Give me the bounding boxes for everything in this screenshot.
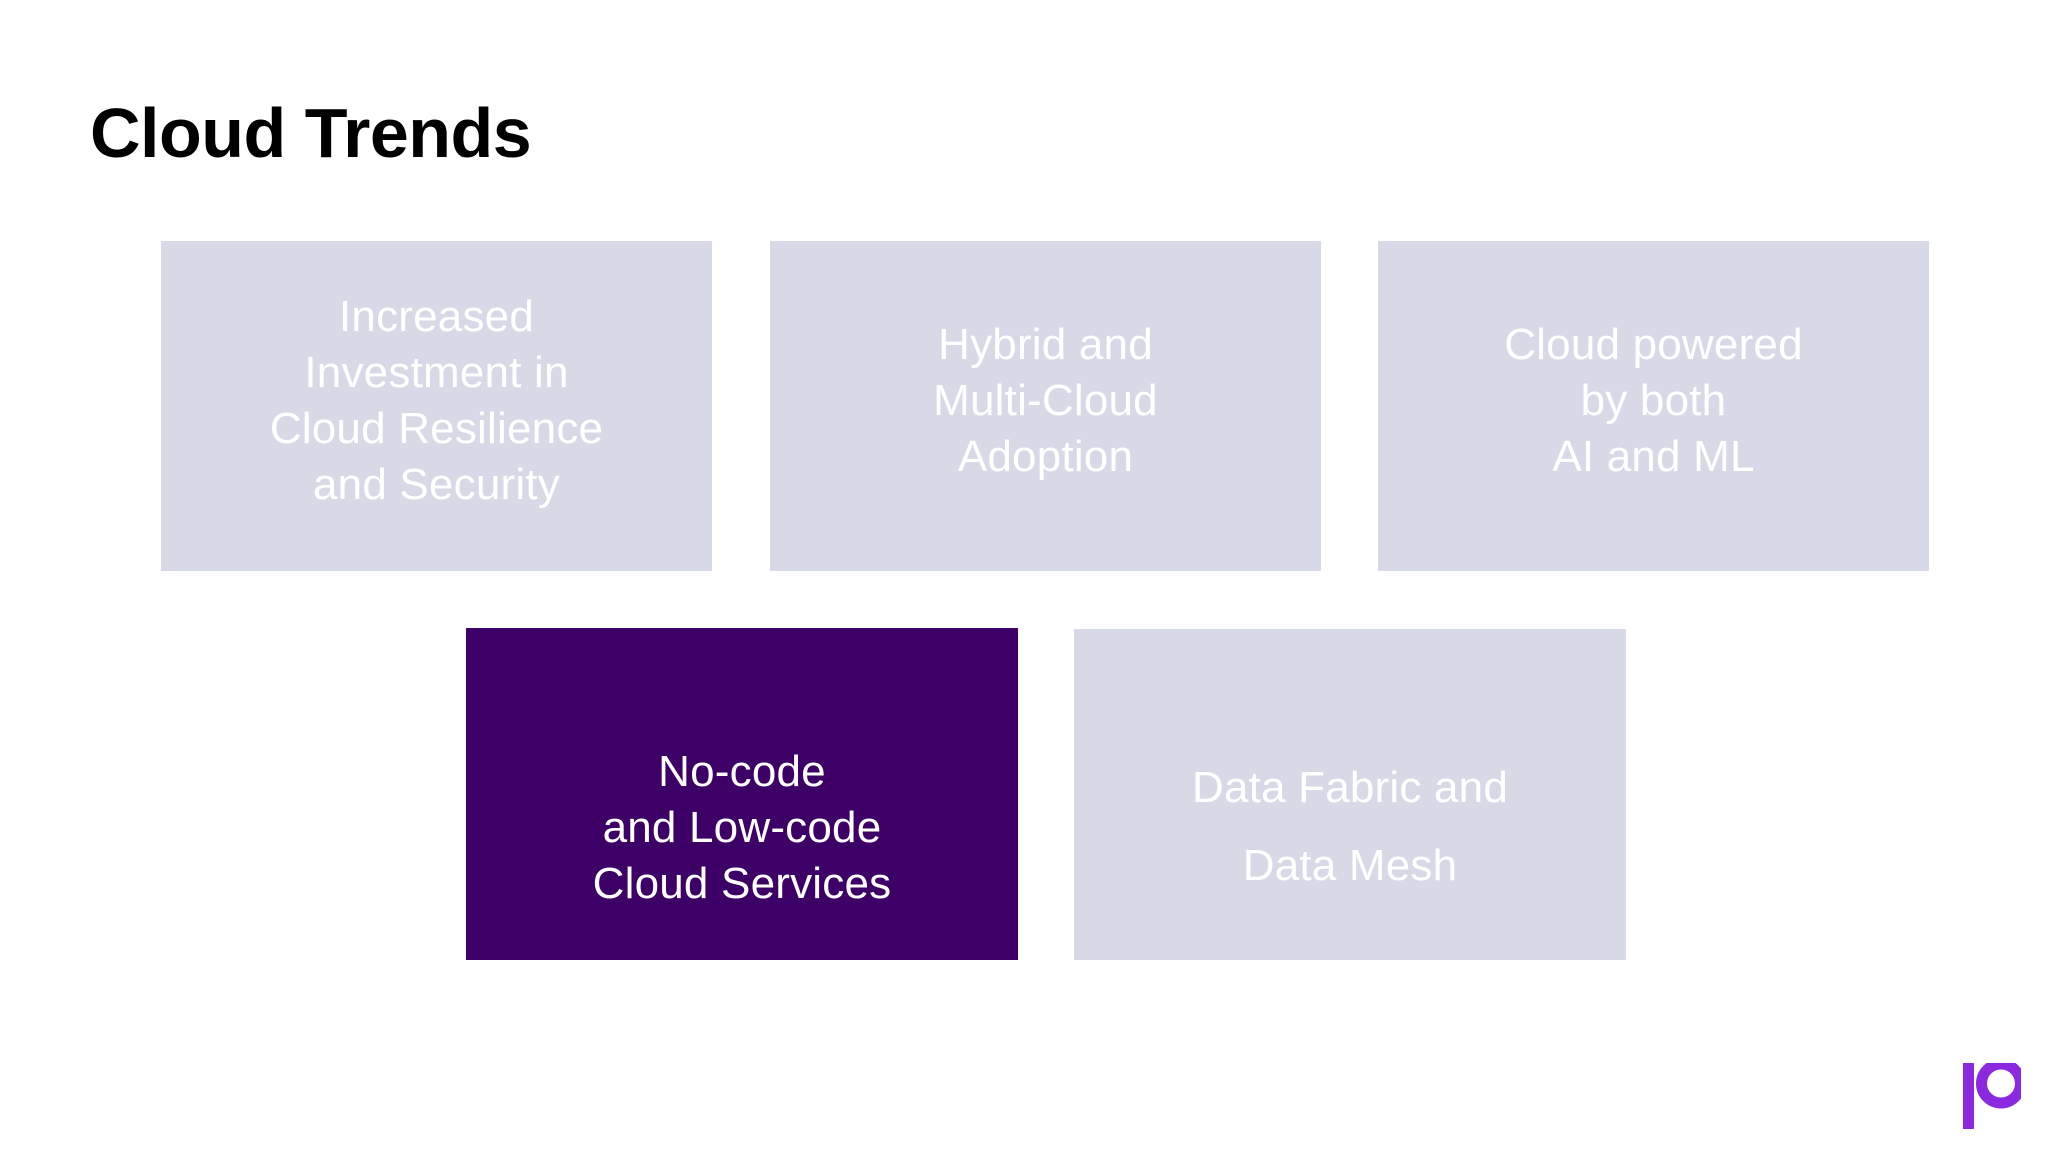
card-line: Data Fabric and (1191, 763, 1509, 812)
card-line: Adoption (957, 432, 1134, 481)
trend-card-no-code[interactable]: No-code and Low-code Cloud Services (466, 628, 1018, 960)
trend-card-data-fabric-text: Data Fabric and Data Mesh (1074, 749, 1626, 905)
trend-card-no-code-text: No-code and Low-code Cloud Services (466, 744, 1018, 912)
card-line: Cloud Services (592, 859, 892, 908)
trend-card-ai-ml-text: Cloud powered by both AI and ML (1378, 317, 1929, 485)
card-line: AI and ML (1552, 432, 1755, 481)
page-title: Cloud Trends (90, 94, 532, 172)
patreon-logo (1963, 1063, 2021, 1129)
patreon-logo-icon (1963, 1063, 2021, 1129)
card-line: Data Mesh (1242, 841, 1458, 890)
card-line: Cloud Resilience (269, 404, 604, 453)
card-line: and Low-code (602, 803, 882, 852)
trend-card-investment-text: Increased Investment in Cloud Resilience… (161, 289, 712, 513)
card-line: Multi-Cloud (933, 376, 1158, 425)
card-line: and Security (313, 460, 560, 509)
card-line: No-code (658, 747, 826, 796)
trend-card-investment[interactable]: Increased Investment in Cloud Resilience… (161, 241, 712, 571)
card-line: Cloud powered (1504, 320, 1803, 369)
card-line: Hybrid and (938, 320, 1153, 369)
trend-card-data-fabric[interactable]: Data Fabric and Data Mesh (1074, 629, 1626, 960)
card-line: Increased (338, 292, 535, 341)
trend-card-hybrid[interactable]: Hybrid and Multi-Cloud Adoption (770, 241, 1321, 571)
trend-card-hybrid-text: Hybrid and Multi-Cloud Adoption (770, 317, 1321, 485)
card-line: by both (1580, 376, 1727, 425)
trend-card-ai-ml[interactable]: Cloud powered by both AI and ML (1378, 241, 1929, 571)
card-line: Investment in (304, 348, 569, 397)
